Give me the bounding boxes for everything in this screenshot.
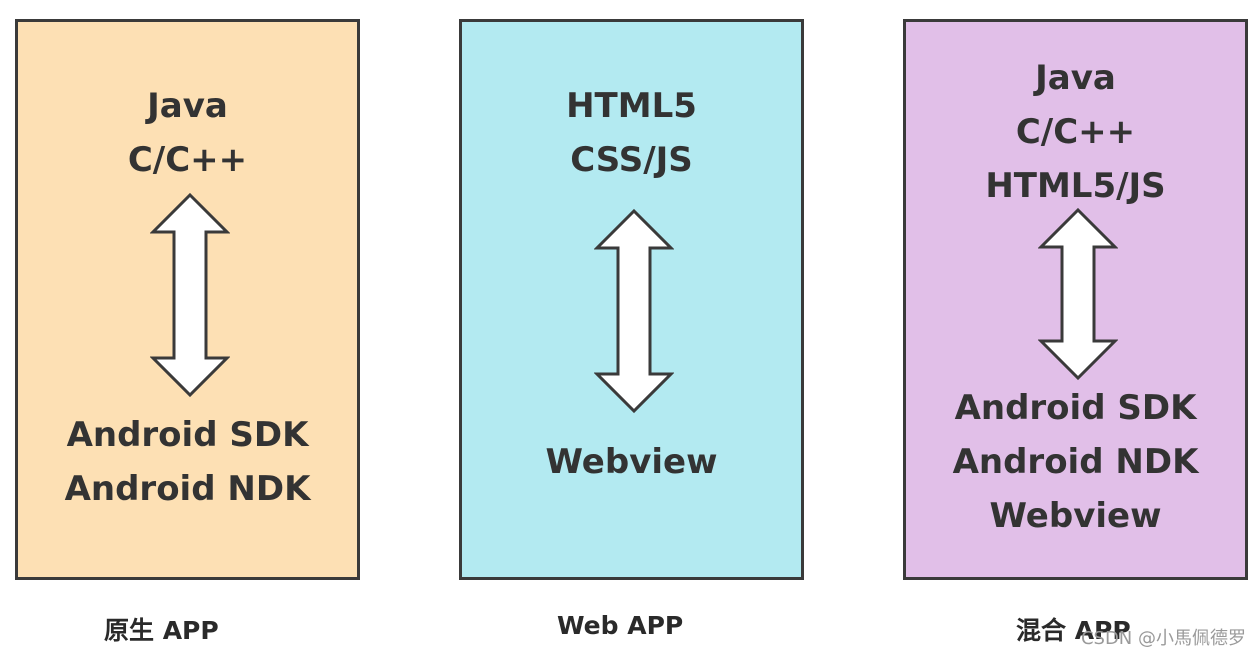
web-top-line-2: CSS/JS (570, 140, 693, 180)
double-headed-arrow-icon (1038, 207, 1118, 381)
web-top-line-1: HTML5 (566, 86, 697, 126)
native-bottom-line-2: Android NDK (64, 469, 311, 509)
web-app-caption: Web APP (557, 611, 684, 640)
native-bottom-line-1: Android SDK (66, 415, 309, 455)
double-headed-arrow-icon (594, 208, 674, 414)
hybrid-top-line-2: C/C++ (1015, 112, 1136, 152)
web-bottom-line-1: Webview (545, 442, 718, 482)
hybrid-app-caption: 混合 APP (1016, 616, 1131, 645)
double-headed-arrow-icon (150, 192, 230, 398)
hybrid-bottom-line-1: Android SDK (954, 388, 1197, 428)
hybrid-top-line-1: Java (1035, 58, 1116, 98)
web-app-panel: HTML5 CSS/JS Webview (459, 19, 804, 580)
hybrid-top-line-3: HTML5/JS (985, 166, 1166, 206)
native-top-line-1: Java (147, 86, 228, 126)
watermark: CSDN @小馬佩德罗 (1080, 628, 1246, 649)
native-app-caption: 原生 APP (104, 616, 219, 645)
hybrid-bottom-line-2: Android NDK (952, 442, 1199, 482)
native-app-panel: Java C/C++ Android SDK Android NDK (15, 19, 360, 580)
hybrid-bottom-line-3: Webview (989, 496, 1162, 536)
native-top-line-2: C/C++ (127, 140, 248, 180)
hybrid-app-panel: Java C/C++ HTML5/JS Android SDK Android … (903, 19, 1248, 580)
